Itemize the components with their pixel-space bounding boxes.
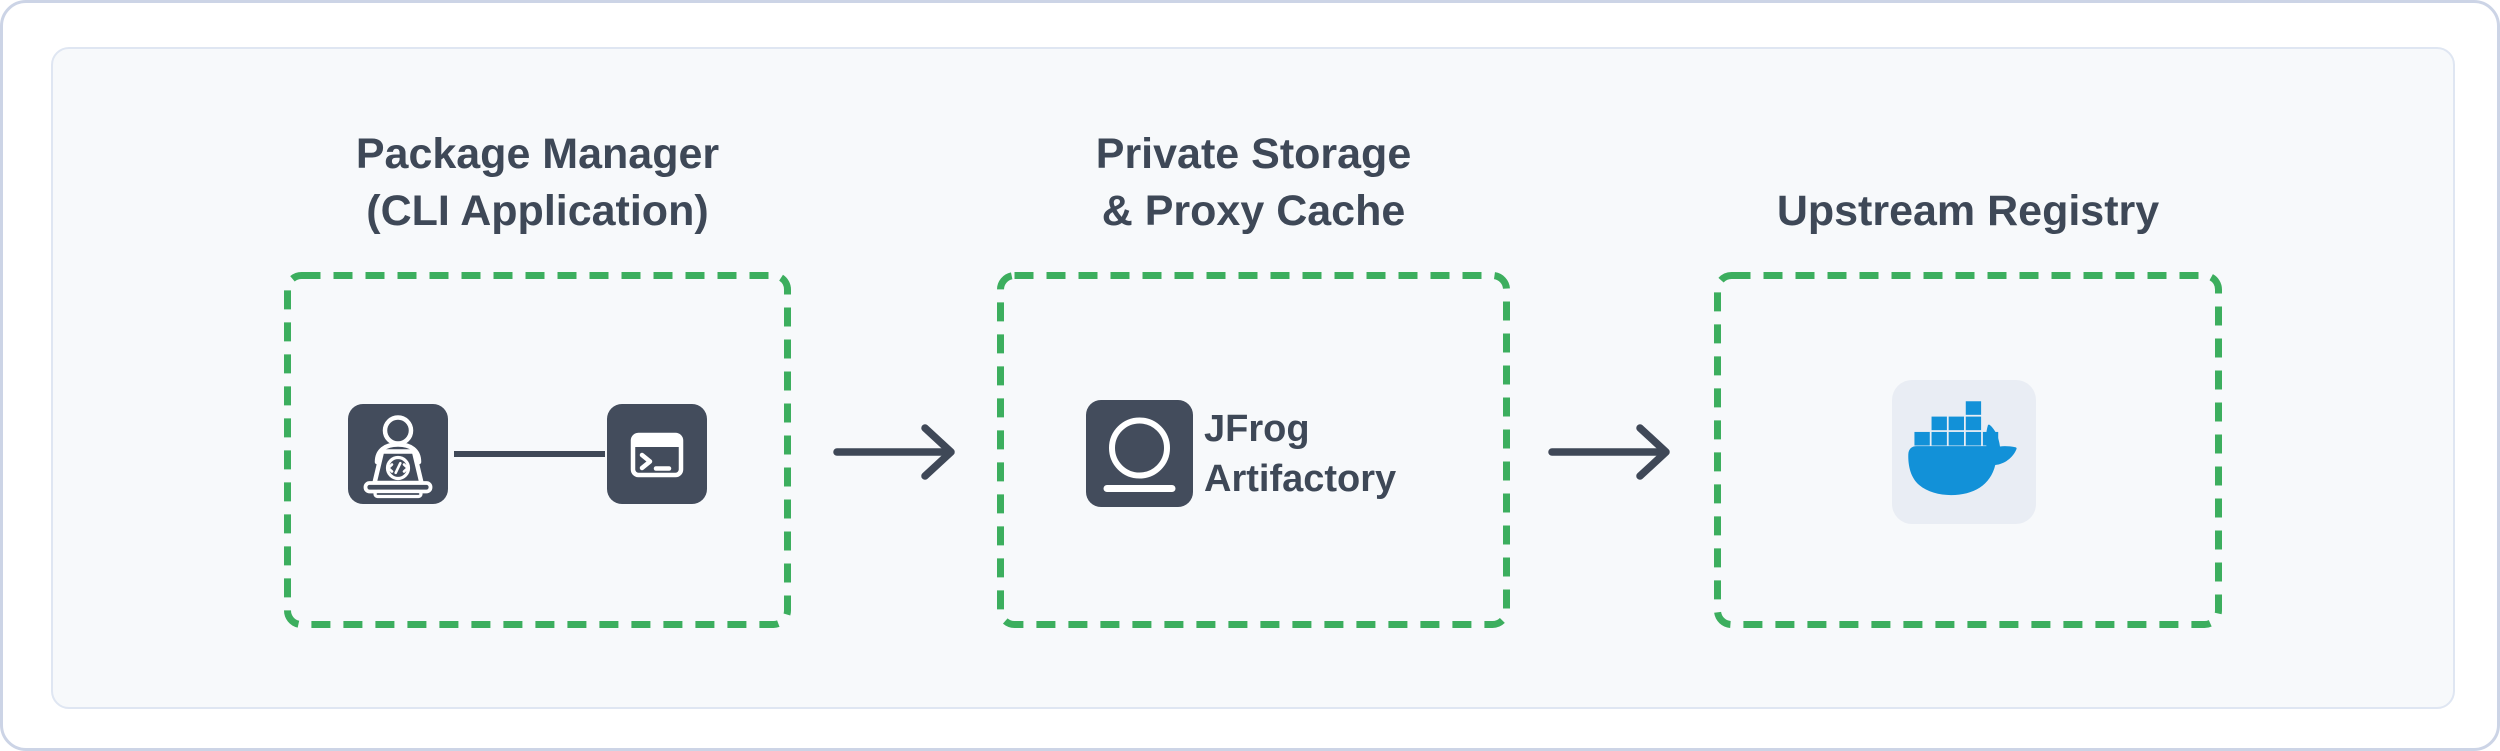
docker-whale-icon <box>1892 380 2036 524</box>
jfrog-artifactory-label: JFrog Artifactory <box>1204 407 1397 500</box>
node-title-upstream-registry: Upstream Registry <box>1776 187 2160 235</box>
node-title-private-storage: Private Storage & Proxy Cache <box>1095 130 1412 235</box>
node-title-package-manager: Package Manager (CLI Application) <box>355 130 720 235</box>
jfrog-artifactory-icon <box>1086 400 1193 507</box>
terminal-icon <box>607 404 707 504</box>
developer-laptop-icon <box>348 404 448 504</box>
